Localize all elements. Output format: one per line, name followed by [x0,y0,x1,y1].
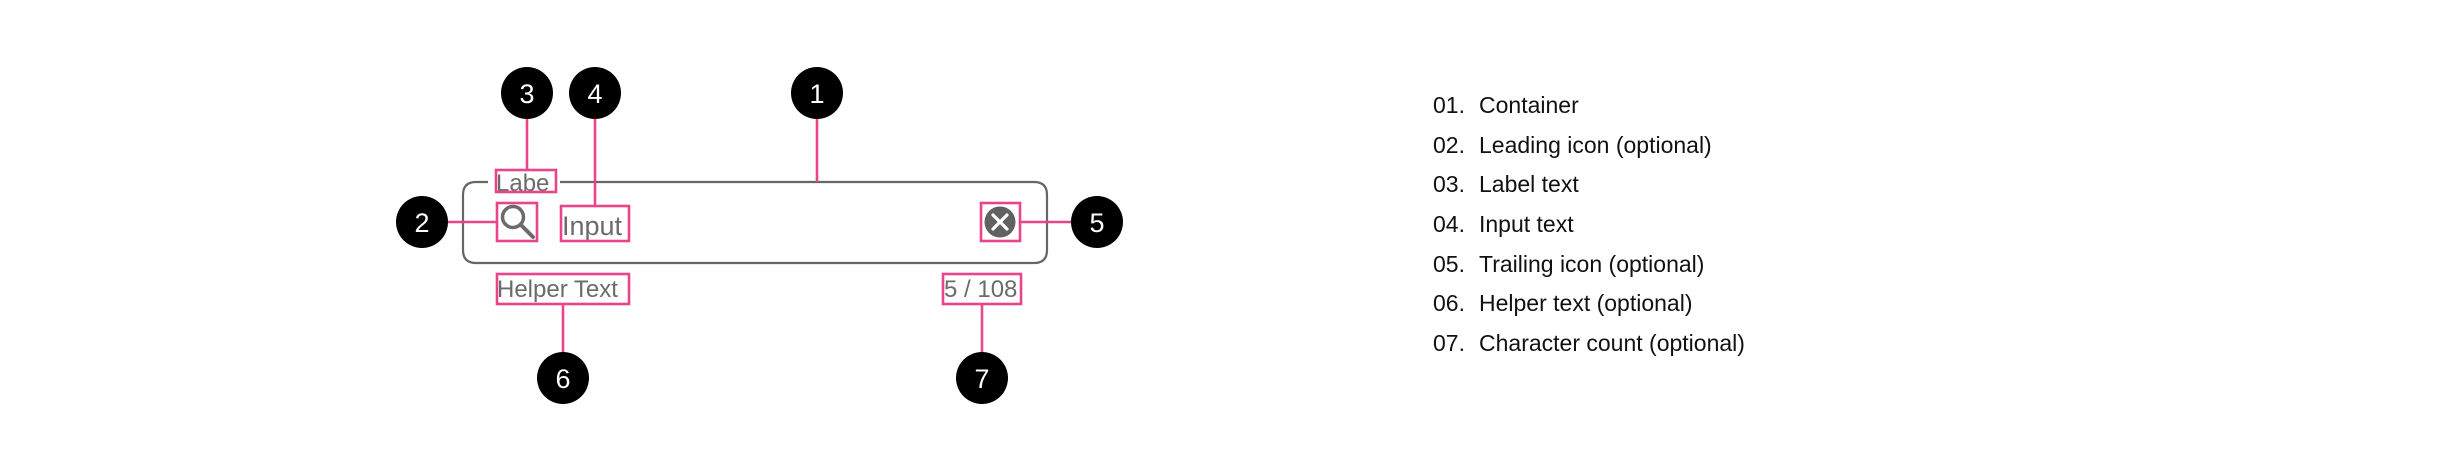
marker-2: 2 [396,196,448,248]
legend-text: Character count (optional) [1479,329,1745,356]
clear-icon[interactable] [984,206,1016,238]
svg-text:6: 6 [555,364,570,394]
legend-item: 01. Container [1433,86,1745,126]
legend-item: 07. Character count (optional) [1433,324,1745,364]
legend-item: 04. Input text [1433,205,1745,245]
marker-3: 3 [501,67,553,119]
svg-text:1: 1 [809,79,824,109]
marker-5: 5 [1071,196,1123,248]
legend-item: 06. Helper text (optional) [1433,284,1745,324]
legend-text: Input text [1479,211,1574,238]
text-field-container [461,180,1049,265]
legend-number: 03. [1433,171,1465,198]
legend-number: 02. [1433,131,1465,158]
helper-text: Helper Text [497,276,618,303]
legend-text: Leading icon (optional) [1479,131,1712,158]
svg-text:5: 5 [1089,208,1104,238]
character-count: 5 / 108 [944,276,1017,303]
legend-item: 05. Trailing icon (optional) [1433,244,1745,284]
search-icon[interactable] [500,204,535,239]
legend-number: 04. [1433,211,1465,238]
legend-number: 06. [1433,290,1465,317]
legend-number: 01. [1433,92,1465,119]
legend-text: Trailing icon (optional) [1479,250,1705,277]
legend-item: 02. Leading icon (optional) [1433,126,1745,166]
svg-text:3: 3 [519,79,534,109]
svg-text:2: 2 [414,208,429,238]
marker-4: 4 [569,67,621,119]
legend-text: Container [1479,92,1579,119]
legend-number: 05. [1433,250,1465,277]
svg-text:4: 4 [587,79,602,109]
legend-text: Label text [1479,171,1579,198]
marker-1: 1 [791,67,843,119]
marker-7: 7 [956,352,1008,404]
legend-item: 03. Label text [1433,165,1745,205]
svg-text:7: 7 [974,364,989,394]
marker-6: 6 [537,352,589,404]
legend-number: 07. [1433,329,1465,356]
legend-text: Helper text (optional) [1479,290,1693,317]
legend-list: 01. Container 02. Leading icon (optional… [1433,86,1745,363]
input-text[interactable]: Input [562,211,623,241]
